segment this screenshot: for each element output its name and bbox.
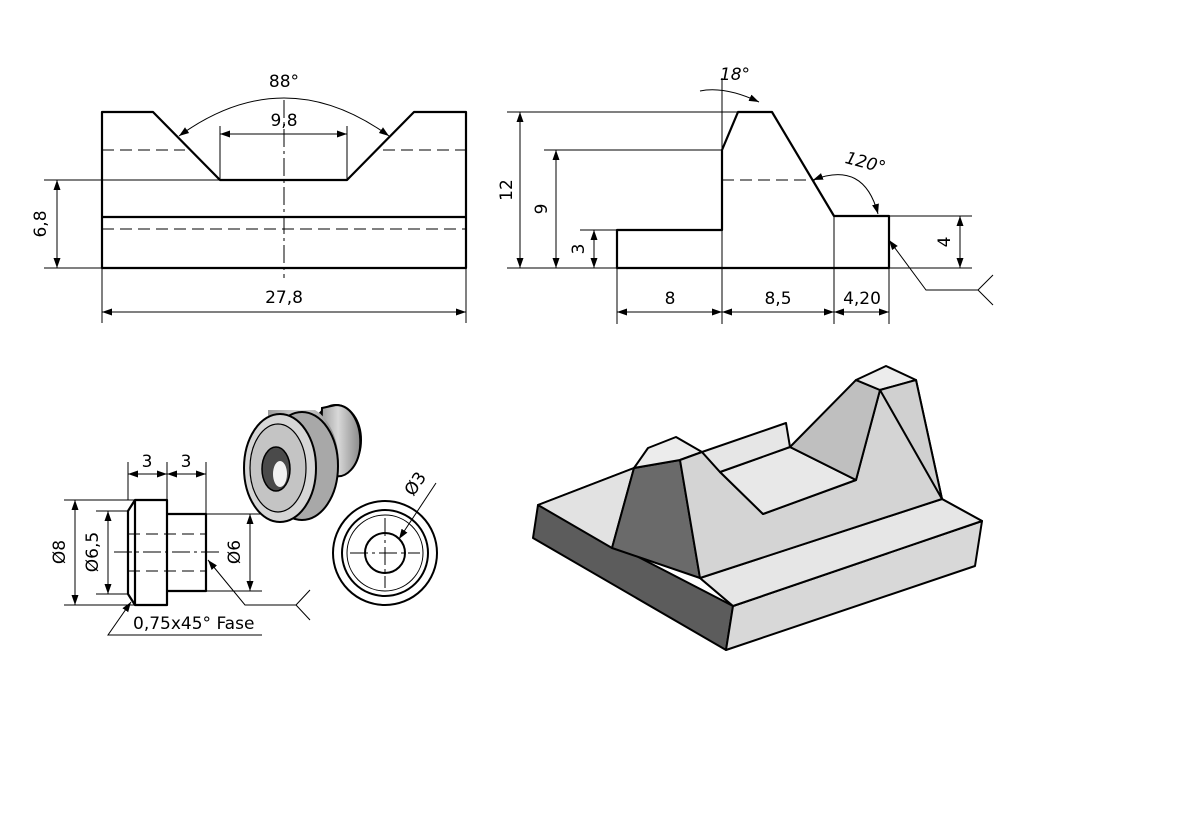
length-2-label: 3 (181, 452, 192, 472)
bushing-end-view: Ø3 (332, 469, 438, 606)
height-low-label: 3 (569, 244, 589, 255)
side-view: 18° 120° 12 9 3 4 8 8,5 4,20 (497, 65, 994, 324)
end-view-outer-circle (332, 500, 438, 606)
dia-shaft-label: Ø6 (225, 540, 245, 564)
dia-chamfer-label: Ø6,5 (83, 532, 103, 572)
chamfer-note: 0,75x45° Fase (133, 614, 254, 634)
top-angle-label: 18° (720, 65, 750, 85)
side-view-outline (615, 110, 891, 270)
width-left-label: 8 (665, 289, 676, 309)
right-outer-face (879, 379, 943, 500)
groove-width-label: 9,8 (270, 111, 297, 131)
bore-dimension-leader (398, 482, 437, 540)
angle-label: 88° (269, 72, 299, 92)
chamfer-leader (107, 601, 262, 636)
dia-outer-label: Ø8 (50, 540, 70, 564)
width-mid-label: 8,5 (764, 289, 791, 309)
bushing-side-view: 3 3 Ø8 Ø6,5 Ø6 0,75x45° Fase (50, 452, 311, 636)
height-total-label: 12 (497, 179, 517, 201)
surface-finish-symbol (977, 274, 994, 306)
front-view: 88° 9,8 6,8 27,8 (31, 72, 468, 323)
dia-bore-label: Ø3 (401, 469, 431, 500)
front-view-outline (100, 110, 468, 270)
end-view-chamfer-circle (341, 509, 429, 597)
bushing-bore-highlight (273, 461, 287, 487)
angle-arc (178, 97, 390, 137)
slope-angle-label: 120° (843, 148, 888, 178)
surface-finish-leader (888, 239, 978, 291)
bushing-3d-view (243, 403, 362, 523)
isometric-block (532, 365, 983, 651)
surface-finish-leader (207, 559, 296, 606)
height-label: 6,8 (31, 210, 51, 237)
height-mid-label: 9 (532, 204, 552, 215)
groove-left-top (701, 422, 791, 473)
width-label: 27,8 (265, 288, 303, 308)
surface-finish-symbol (295, 589, 311, 621)
left-cap (633, 436, 703, 469)
angle-arc (812, 173, 879, 215)
height-right-label: 4 (935, 237, 955, 248)
end-view-shaft-circle (346, 514, 424, 592)
length-1-label: 3 (142, 452, 153, 472)
angle-arc (699, 89, 760, 103)
width-right-label: 4,20 (843, 289, 881, 309)
